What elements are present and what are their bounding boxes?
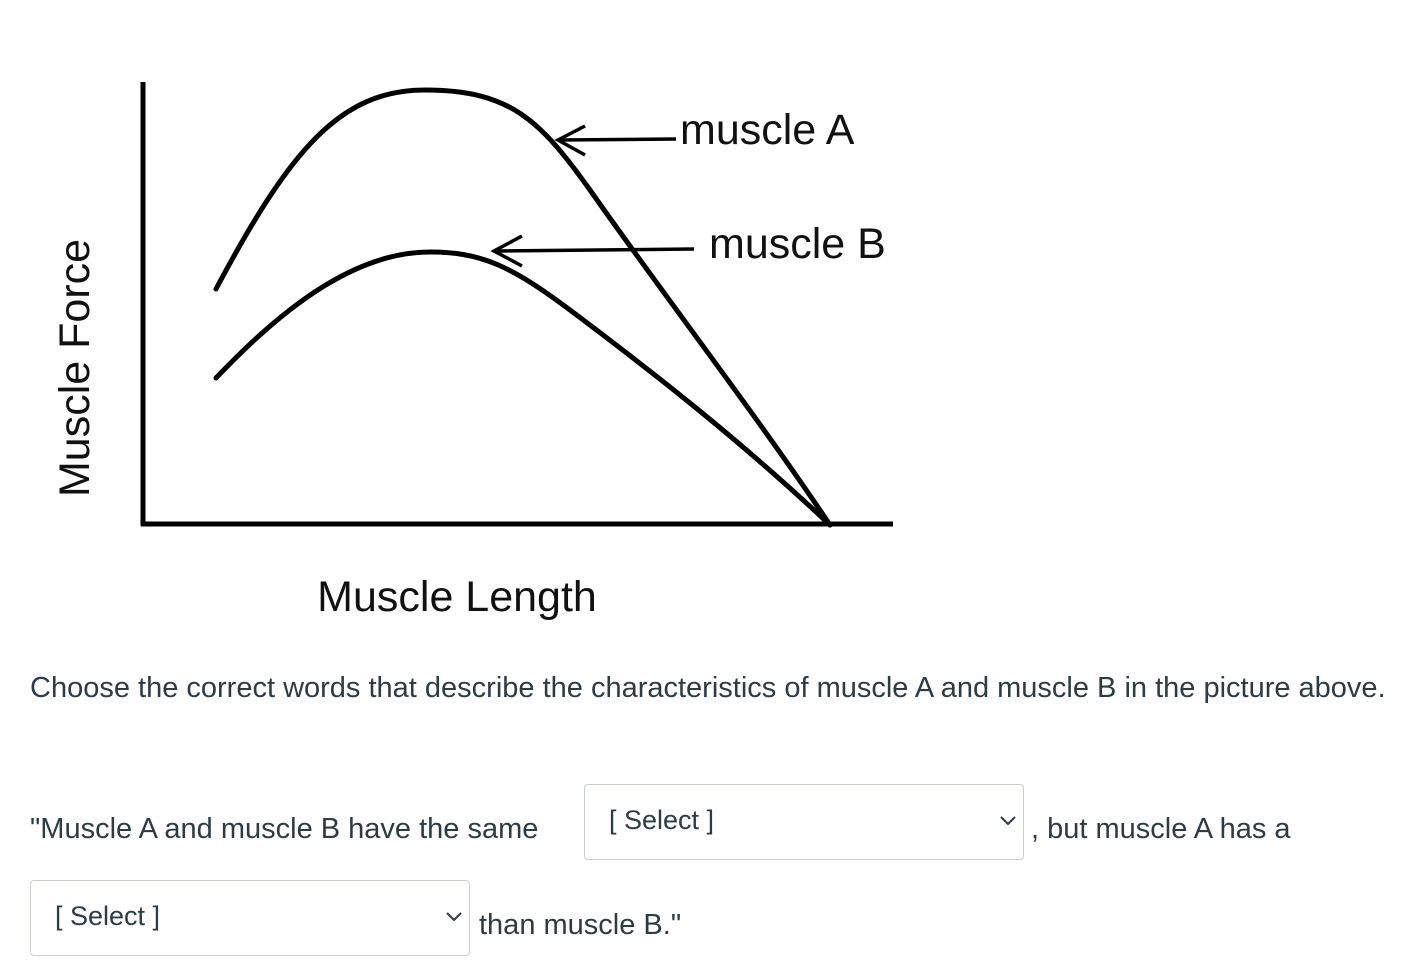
x-axis-label: Muscle Length — [317, 573, 597, 621]
muscle-a-curve — [213, 87, 833, 528]
y-axis-label: Muscle Force — [51, 239, 99, 497]
muscle-a-arrow — [554, 124, 677, 157]
muscle-force-length-figure: muscle A muscle B Muscle Length Muscle F… — [0, 0, 960, 640]
question-prompt: Choose the correct words that describe t… — [30, 672, 1386, 704]
select-2-value: [ Select ] — [55, 901, 161, 931]
select-dropdown-2[interactable]: [ Select ] — [30, 880, 470, 956]
sentence-part-2: , but muscle A has a — [1031, 813, 1291, 845]
muscle-b-label: muscle B — [709, 220, 886, 268]
muscle-b-curve — [213, 249, 833, 528]
select-1-value: [ Select ] — [609, 805, 715, 835]
sentence-part-3: than muscle B." — [479, 909, 682, 941]
sentence-part-1: "Muscle A and muscle B have the same — [30, 813, 539, 845]
muscle-b-arrow — [490, 234, 695, 268]
chevron-down-icon — [1000, 816, 1016, 826]
select-dropdown-1[interactable]: [ Select ] — [584, 784, 1024, 860]
muscle-a-label: muscle A — [680, 106, 855, 154]
chevron-down-icon — [446, 912, 462, 922]
force-length-diagram: muscle A muscle B Muscle Length Muscle F… — [51, 82, 893, 621]
